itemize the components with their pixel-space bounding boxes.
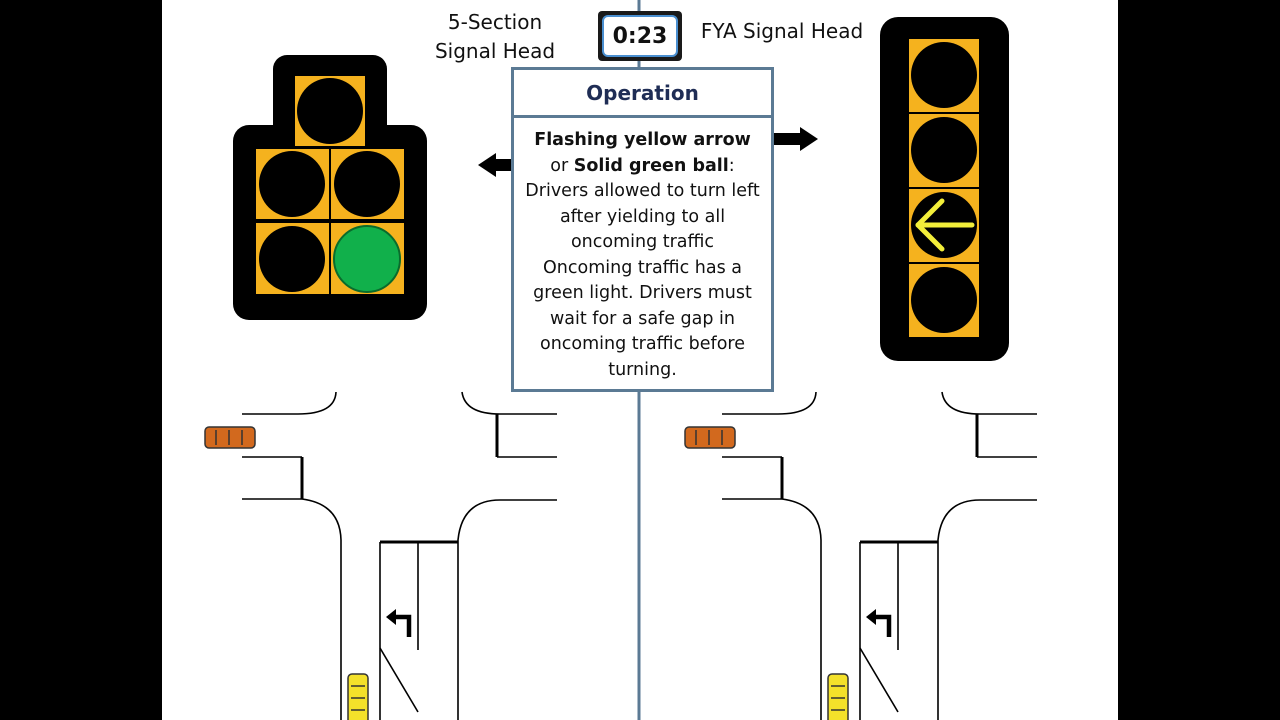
- top-red-ball-lens: [297, 78, 363, 144]
- flashing-yellow-arrow-icon: [915, 198, 975, 252]
- yellow-ball-lens: [334, 151, 400, 217]
- fya-text: Flashing yellow arrow: [534, 130, 751, 150]
- operation-line-2: Oncoming traffic has a green light. Driv…: [533, 257, 752, 380]
- operation-title: Operation: [514, 70, 771, 118]
- countdown-timer: 0:23: [598, 11, 682, 61]
- red-arrow-lens: [911, 42, 977, 108]
- green-arrow-lens: [259, 226, 325, 292]
- operation-signal-line: Flashing yellow arrow or Solid green bal…: [520, 128, 765, 179]
- steady-yellow-arrow-lens: [911, 117, 977, 183]
- intersection-right: [685, 392, 1037, 720]
- or-text: or: [550, 155, 574, 176]
- five-section-signal-head: [233, 55, 427, 320]
- operation-box: Operation Flashing yellow arrow or Solid…: [511, 67, 774, 392]
- operation-line-1: Drivers allowed to turn left after yield…: [525, 181, 760, 252]
- fya-label: FYA Signal Head: [700, 19, 864, 43]
- yellow-arrow-lens: [259, 151, 325, 217]
- five-section-label: 5-Section Signal Head: [434, 10, 556, 63]
- fya-signal-head: [880, 17, 1009, 361]
- green-arrow-lens-fya: [911, 267, 977, 333]
- intersection-left: [205, 392, 557, 720]
- colon-text: :: [728, 155, 735, 176]
- green-ball-text: Solid green ball: [573, 155, 729, 176]
- operation-body: Flashing yellow arrow or Solid green bal…: [514, 118, 771, 383]
- timer-value: 0:23: [602, 15, 678, 57]
- green-ball-lens: [333, 225, 401, 293]
